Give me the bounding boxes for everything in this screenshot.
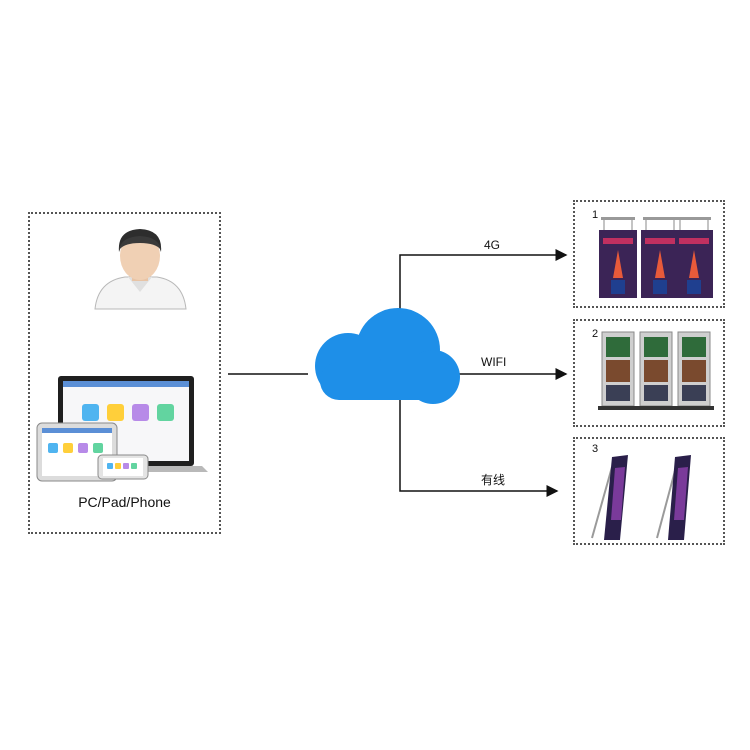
client-label: PC/Pad/Phone	[78, 494, 171, 510]
link-4g-connector	[399, 249, 568, 310]
link-label-wired: 有线	[481, 473, 506, 487]
screen-group-3-number: 3	[592, 443, 599, 455]
screen-group-3-box	[573, 437, 725, 545]
link-label-wifi: WIFI	[481, 355, 507, 369]
standing-poster-screens	[598, 331, 714, 410]
link-label-4g: 4G	[484, 238, 501, 252]
user-avatar-icon	[94, 229, 187, 310]
screen-group-2-box	[573, 319, 725, 427]
cloud-icon	[315, 308, 460, 404]
hanging-poster-screens	[599, 217, 713, 298]
link-wired-connector	[399, 400, 559, 497]
easel-poster-screens	[591, 455, 691, 540]
client-devices-box	[28, 212, 221, 534]
screen-group-2-number: 2	[592, 328, 599, 340]
phone-icon	[97, 454, 149, 480]
screen-group-1-number: 1	[592, 209, 599, 221]
screen-group-1-box	[573, 200, 725, 308]
